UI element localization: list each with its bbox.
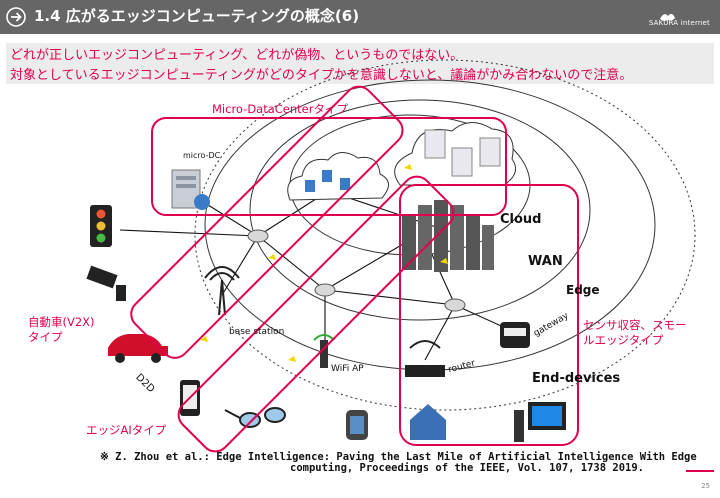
note-line-2: 対象としているエッジコンピューティングがどのタイプかを意識しないと、議論がかみ合… (10, 68, 633, 83)
label-end-devices: End-devices (532, 371, 621, 386)
citation-line-1: ※ Z. Zhou et al.: Edge Intelligence: Pav… (100, 451, 697, 463)
traffic-light-icon (90, 205, 112, 247)
cloud-servers-icon (287, 152, 389, 201)
citation: ※ Z. Zhou et al.: Edge Intelligence: Pav… (100, 452, 697, 474)
router-node-icon (247, 229, 466, 312)
logo-text: SAKURA internet (648, 19, 710, 27)
smart-home-icon (410, 404, 446, 440)
label-sensor-line1: センサ収容、スモー (583, 318, 687, 332)
camera-icon (86, 265, 126, 301)
label-sensor-line2: ルエッジタイプ (583, 333, 664, 347)
header-bar: 1.4 広がるエッジコンピューティングの概念(6) SAKURA interne… (0, 0, 720, 34)
smartwatch-icon (346, 410, 368, 440)
label-v2x-line2: タイプ (28, 330, 63, 344)
car-icon (108, 334, 168, 363)
micro-dc-server-icon (171, 169, 210, 210)
label-micro-dc: micro-DC (183, 151, 221, 160)
arrow-right-icon (6, 7, 26, 27)
citation-line-2: computing, Proceedings of the IEEE, Vol.… (290, 462, 645, 474)
label-wifi-ap: WiFi AP (331, 364, 364, 374)
wifi-ap-icon (313, 334, 335, 368)
note-background (6, 43, 714, 84)
label-cloud: Cloud (500, 212, 542, 227)
datacenter-racks-icon (402, 200, 494, 272)
note-line-1: どれが正しいエッジコンピューティング、どれが偽物、というものではない。 (10, 48, 464, 63)
label-wan: WAN (528, 254, 563, 269)
network-links (119, 189, 511, 361)
page-number-rule (686, 470, 714, 472)
desktop-pc-icon (514, 402, 566, 442)
smart-glasses-icon (224, 407, 286, 428)
top-cloud-icon (394, 122, 517, 186)
label-base-station: base station (229, 327, 285, 337)
gateway-icon (500, 322, 530, 348)
label-v2x-line1: 自動車(V2X) (28, 315, 95, 329)
label-edge-ai: エッジAIタイプ (86, 423, 167, 437)
wifi-router-icon (405, 340, 445, 377)
page-number: 25 (701, 482, 710, 490)
page-title: 1.4 広がるエッジコンピューティングの概念(6) (34, 7, 360, 25)
label-micro-dc-type: Micro-DataCenterタイプ (212, 102, 348, 116)
base-station-icon (204, 266, 240, 316)
sakura-logo-icon (660, 13, 675, 21)
type-highlight-boxes (130, 85, 579, 453)
label-edge: Edge (566, 283, 600, 297)
wireless-link-icon (200, 164, 448, 362)
